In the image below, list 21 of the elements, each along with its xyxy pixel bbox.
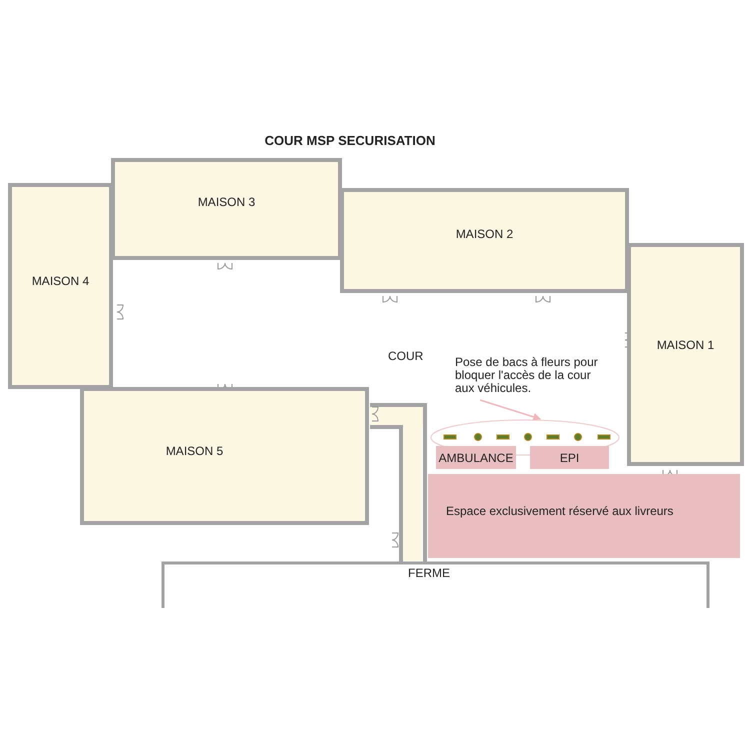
room-label: MAISON 2 bbox=[456, 226, 514, 240]
room-label: MAISON 4 bbox=[32, 274, 90, 288]
parking-zone bbox=[428, 474, 740, 558]
area-label: FERME bbox=[408, 566, 450, 580]
room-label: MAISON 5 bbox=[166, 444, 224, 458]
area-label: COUR bbox=[388, 349, 424, 363]
parking-zone bbox=[530, 446, 609, 469]
room-area bbox=[627, 243, 744, 466]
room-area bbox=[340, 188, 629, 293]
parking-zone bbox=[436, 446, 516, 469]
room-area bbox=[80, 387, 369, 525]
room-area bbox=[111, 158, 342, 260]
leader-arrow bbox=[480, 399, 542, 421]
zone-label: EPI bbox=[560, 450, 580, 464]
zone-label: Espace exclusivement réservé aux livreurs bbox=[446, 504, 674, 518]
room-label: MAISON 1 bbox=[656, 338, 714, 352]
note-text: Pose de bacs à fleurs pour bloquer l'accès de la cour aux véhicules. bbox=[455, 356, 599, 395]
zone-label: AMBULANCE bbox=[438, 450, 514, 464]
room-area bbox=[8, 183, 113, 389]
plan-title: COUR MSP SECURISATION bbox=[264, 133, 436, 148]
room-label: MAISON 3 bbox=[198, 195, 256, 209]
